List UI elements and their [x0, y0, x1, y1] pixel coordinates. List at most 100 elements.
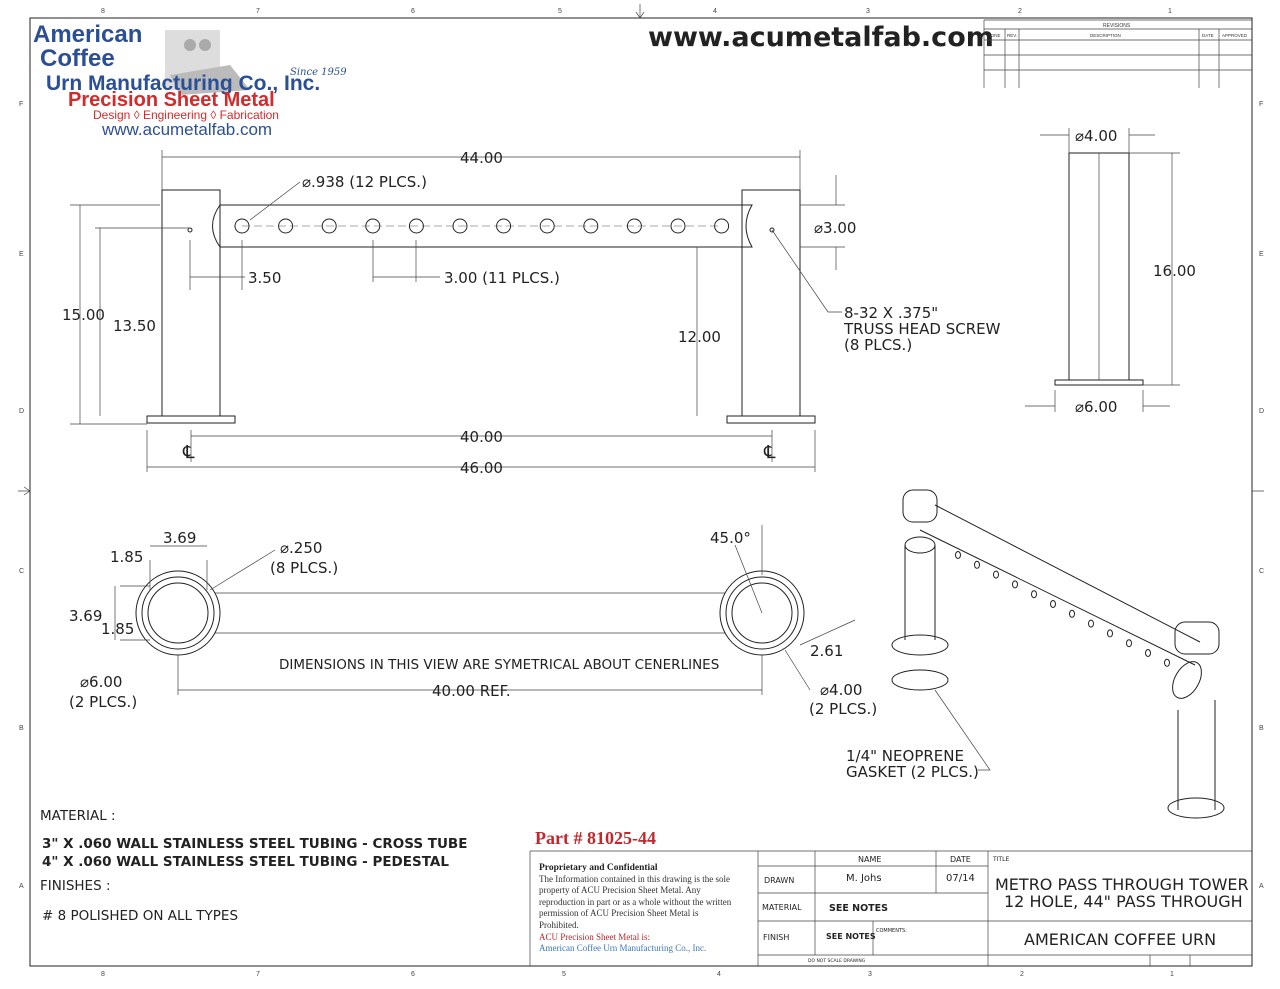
zone-row-e: E [19, 251, 24, 258]
dim-first-hole: 3.50 [248, 269, 281, 287]
material-line-1: 3" X .060 WALL STAINLESS STEEL TUBING - … [42, 836, 467, 852]
material-value: SEE NOTES [829, 903, 888, 914]
zone-row-a-right: A [1259, 883, 1264, 890]
date-label: DATE [950, 855, 971, 864]
rev-header-approved: APPROVED [1222, 33, 1248, 38]
dim-radius: 2.61 [810, 642, 843, 660]
iso-tube-hole [1145, 649, 1151, 657]
material-label: MATERIAL [762, 903, 802, 912]
left-pedestal [161, 189, 221, 417]
iso-tube-hole [1126, 639, 1132, 648]
zone-col-2: 2 [1018, 8, 1022, 15]
zone-col-8: 8 [101, 8, 105, 15]
top-view: 3.69 1.85 3.69 1.85 ⌀.250 (8 PLCS.) ⌀6.0… [69, 525, 877, 718]
left-base-flange [146, 415, 236, 424]
notes: MATERIAL : 3" X .060 WALL STAINLESS STEE… [40, 808, 467, 924]
logo-line-coffee: Coffee [40, 45, 115, 72]
iso-cross-tube [919, 504, 1201, 666]
drawn-name: M. Johs [846, 873, 882, 884]
zone-col-1: 1 [1168, 8, 1172, 15]
logo-since: Since 1959 [290, 67, 347, 78]
dim-top-tube-qty: (2 PLCS.) [809, 700, 877, 718]
zone-row-b: B [19, 725, 24, 732]
tube-hole [670, 218, 686, 234]
dim-bolt-half-y: 1.85 [101, 620, 134, 638]
dim-side-base-dia: ⌀6.00 [1075, 398, 1117, 416]
iso-tube-hole [974, 560, 980, 569]
iso-tube-hole [1031, 590, 1037, 599]
comments-label: COMMENTS: [876, 928, 907, 934]
zone-col-4-bottom: 4 [717, 971, 721, 978]
dim-side-top-dia: ⌀4.00 [1075, 127, 1117, 145]
zone-col-6: 6 [411, 8, 415, 15]
screw-note-1: 8-32 X .375" [844, 304, 938, 322]
front-view: 44.00 ⌀.938 (12 PLCS.) ⌀3.00 3.50 3.00 (… [62, 149, 1001, 477]
dim-reference: 40.00 REF. [432, 682, 511, 700]
dim-bolt-hole-qty: (8 PLCS.) [270, 559, 338, 577]
finish-label: FINISH [763, 933, 789, 942]
acu-line-2: American Coffee Urn Manufacturing Co., I… [539, 943, 706, 953]
zone-row-d-right: D [1259, 408, 1264, 415]
logo-services: Design ◊ Engineering ◊ Fabrication [93, 108, 279, 122]
iso-tube-hole [1050, 600, 1056, 608]
dim-pedestal-height: 12.00 [678, 328, 721, 346]
title-block: Proprietary and Confidential The Informa… [529, 850, 1252, 966]
cross-tube [212, 204, 753, 248]
acu-line: ACU Precision Sheet Metal is: [539, 932, 650, 942]
zone-row-d: D [19, 408, 24, 415]
rev-header-zone: ZONE [988, 33, 1001, 38]
title-line-1: METRO PASS THROUGH TOWER [995, 875, 1249, 894]
screw-note-2: TRUSS HEAD SCREW [843, 320, 1001, 338]
dim-bolt-half-x: 1.85 [110, 548, 143, 566]
logo-line-american: American [33, 21, 142, 48]
drawn-label: DRAWN [764, 876, 794, 885]
iso-tube-hole [993, 570, 999, 579]
rev-header-date: DATE [1202, 33, 1214, 38]
tube-hole [321, 218, 337, 234]
do-not-scale: DO NOT SCALE DRAWING [808, 958, 866, 964]
centerline-right: ℄ [763, 442, 776, 462]
zone-row-f-right: F [1259, 101, 1263, 108]
side-base [1054, 379, 1144, 386]
prop-heading: Proprietary and Confidential [539, 863, 658, 873]
centerline-left: ℄ [182, 442, 195, 462]
finish-value: SEE NOTES [826, 932, 876, 941]
dim-overall-width: 44.00 [460, 149, 503, 167]
center-arrows [18, 4, 1264, 496]
dim-overall-height: 15.00 [62, 306, 105, 324]
iso-tube-hole [1164, 658, 1170, 667]
name-label: NAME [858, 855, 881, 864]
side-view: ⌀4.00 16.00 ⌀6.00 [1025, 127, 1196, 416]
material-line-2: 4" X .060 WALL STAINLESS STEEL TUBING - … [42, 854, 449, 870]
company-logo: American Coffee Urn Manufacturing Co., I… [33, 21, 347, 139]
zone-col-1-bottom: 1 [1170, 971, 1174, 978]
prop-line-3: reproduction in part or as a whole witho… [539, 897, 732, 907]
zone-row-c-right: C [1259, 568, 1264, 575]
dim-tube-height: 13.50 [113, 317, 156, 335]
screw-note-3: (8 PLCS.) [844, 336, 912, 354]
zone-row-b-right: B [1259, 725, 1264, 732]
dim-angle: 45.0° [710, 529, 751, 547]
rev-header-description: DESCRIPTION [1090, 33, 1121, 38]
dim-hole-dia: ⌀.938 (12 PLCS.) [302, 173, 427, 191]
iso-tube-hole [955, 551, 961, 559]
header-url[interactable]: www.acumetalfab.com [648, 22, 994, 53]
iso-cap-right [1174, 621, 1220, 655]
dim-flange-dia: ⌀6.00 [80, 673, 122, 691]
dim-base-width: 46.00 [460, 459, 503, 477]
title-line-2: 12 HOLE, 44" PASS THROUGH [1004, 892, 1243, 911]
prop-line-1: The Information contained in this drawin… [539, 874, 730, 884]
dim-bolt-hole-dia: ⌀.250 [280, 539, 322, 557]
dim-bolt-x: 3.69 [163, 529, 196, 547]
dim-flange-qty: (2 PLCS.) [69, 693, 137, 711]
zone-col-5-bottom: 5 [562, 971, 566, 978]
iso-tube-hole [1107, 629, 1113, 638]
iso-tube-hole [1012, 580, 1018, 589]
zone-row-f: F [19, 101, 23, 108]
zone-col-5: 5 [558, 8, 562, 15]
dim-centers: 40.00 [460, 428, 503, 446]
gasket-note-2: GASKET (2 PLCS.) [846, 763, 979, 781]
zone-row-e-right: E [1259, 251, 1264, 258]
title-label: TITLE [992, 856, 1009, 863]
